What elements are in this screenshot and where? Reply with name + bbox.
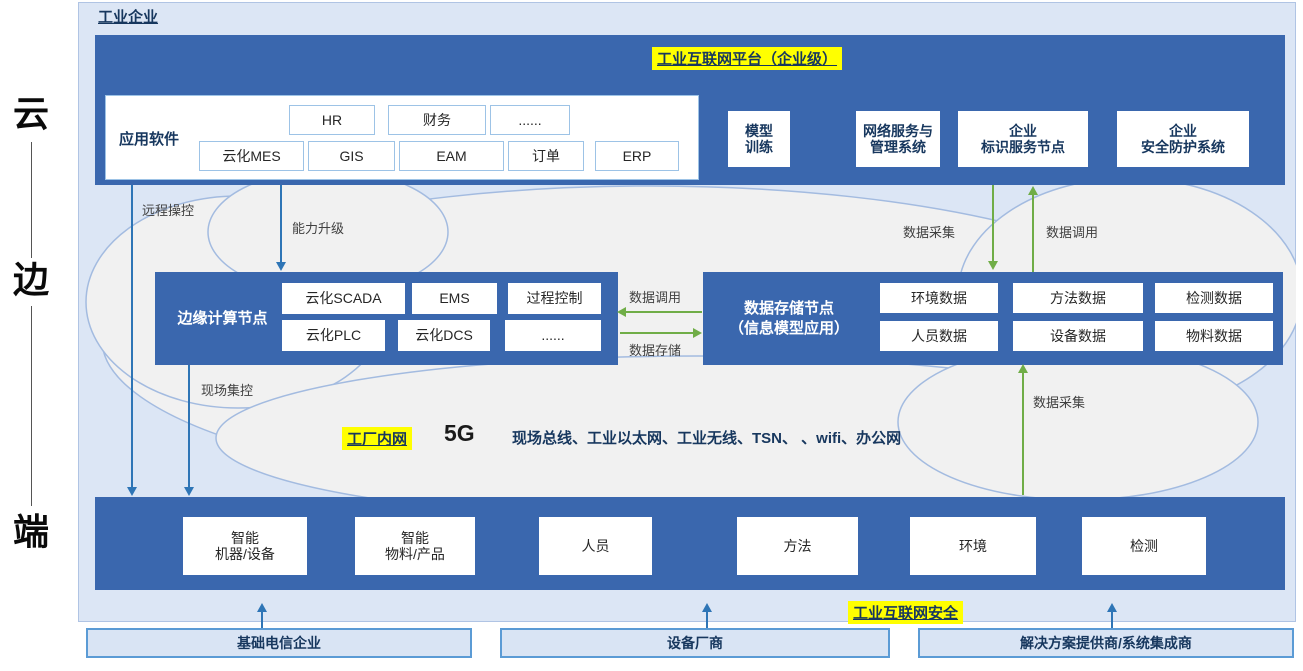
app-box-erp: ERP (595, 141, 679, 171)
capability-upgrade-arrow-line (280, 185, 282, 263)
app-box-order: 订单 (508, 141, 584, 171)
data-box-equipment: 设备数据 (1013, 321, 1143, 351)
capability-upgrade-label: 能力升级 (292, 221, 345, 236)
data-box-personnel: 人员数据 (880, 321, 998, 351)
edge-box-process-control: 过程控制 (508, 283, 601, 314)
vendor-arrow-line (706, 610, 708, 628)
vendor-arrowhead (257, 603, 267, 612)
data-store-right-arrowhead (693, 328, 702, 338)
app-box-finance: 财务 (388, 105, 486, 135)
edge-box-cloud-dcs: 云化DCS (398, 320, 490, 351)
app-box-eam: EAM (399, 141, 504, 171)
site-control-arrow-line (188, 365, 190, 488)
intranet-network-list: 现场总线、工业以太网、工业无线、TSN、 、wifi、办公网 (512, 430, 902, 447)
rail-divider (31, 142, 32, 258)
site-control-arrowhead (184, 487, 194, 496)
edge-box-cloud-plc: 云化PLC (282, 320, 385, 351)
data-collect-down-line (992, 185, 994, 262)
vendor-arrowhead (702, 603, 712, 612)
data-call-top-label: 数据调用 (1046, 225, 1099, 240)
layer-label-end: 端 (13, 511, 50, 552)
security-label: 工业互联网安全 (848, 601, 964, 624)
layer-label-edge: 边 (13, 259, 50, 300)
app-software-label: 应用软件 (119, 131, 180, 148)
data-call-up-line (1032, 194, 1034, 272)
terminal-box-environment: 环境 (910, 517, 1036, 575)
capability-upgrade-arrowhead (276, 262, 286, 271)
service-box-security-system: 企业 安全防护系统 (1117, 111, 1249, 167)
terminal-box-smart-machine: 智能 机器/设备 (183, 517, 307, 575)
data-box-material: 物料数据 (1155, 321, 1273, 351)
vendor-box-solution: 解决方案提供商/系统集成商 (918, 628, 1294, 658)
edge-box-cloud-scada: 云化SCADA (282, 283, 405, 314)
remote-control-arrow-line (131, 185, 133, 488)
service-box-identifier-node: 企业 标识服务节点 (958, 111, 1088, 167)
data-collect-top-label: 数据采集 (903, 225, 956, 240)
vendor-arrow-line (1111, 610, 1113, 628)
data-collect-down-arrowhead (988, 261, 998, 270)
data-collect-right-arrowhead (1018, 364, 1028, 373)
app-box-gis: GIS (308, 141, 395, 171)
data-call-mid-label: 数据调用 (629, 290, 682, 305)
data-collect-right-line (1022, 372, 1024, 495)
site-control-label: 现场集控 (201, 383, 254, 398)
data-call-left-line (625, 311, 702, 313)
intranet-5g-label: 5G (444, 420, 475, 446)
terminal-box-method: 方法 (737, 517, 858, 575)
app-box-hr: HR (289, 105, 375, 135)
edge-box-more: ...... (505, 320, 601, 351)
data-call-up-arrowhead (1028, 186, 1038, 195)
remote-control-label: 远程操控 (142, 203, 195, 218)
remote-control-arrowhead (127, 487, 137, 496)
data-call-left-arrowhead (617, 307, 626, 317)
vendor-box-telecom: 基础电信企业 (86, 628, 472, 658)
service-box-network-management: 网络服务与 管理系统 (856, 111, 940, 167)
edge-node-label: 边缘计算节点 (177, 309, 268, 327)
data-box-environment: 环境数据 (880, 283, 998, 313)
service-box-model-training: 模型 训练 (728, 111, 790, 167)
data-collect-right-label: 数据采集 (1033, 395, 1086, 410)
app-box-more: ...... (490, 105, 570, 135)
terminal-box-personnel: 人员 (539, 517, 652, 575)
layer-label-cloud: 云 (13, 93, 50, 134)
cloud-shape (85, 169, 1296, 521)
rail-divider (31, 306, 32, 506)
vendor-arrow-line (261, 610, 263, 628)
terminal-box-inspection: 检测 (1082, 517, 1206, 575)
edge-box-ems: EMS (412, 283, 497, 314)
app-box-cloud-mes: 云化MES (199, 141, 304, 171)
data-box-inspection: 检测数据 (1155, 283, 1273, 313)
enterprise-label: 工业企业 (98, 9, 159, 26)
factory-intranet-label: 工厂内网 (342, 427, 413, 450)
data-store-right-line (620, 332, 694, 334)
data-store-mid-label: 数据存储 (629, 343, 682, 358)
data-node-label: 数据存储节点 （信息模型应用） (728, 300, 849, 337)
platform-title: 工业互联网平台（企业级） (652, 47, 843, 70)
terminal-box-smart-material: 智能 物料/产品 (355, 517, 475, 575)
vendor-box-equipment: 设备厂商 (500, 628, 890, 658)
data-box-method: 方法数据 (1013, 283, 1143, 313)
vendor-arrowhead (1107, 603, 1117, 612)
